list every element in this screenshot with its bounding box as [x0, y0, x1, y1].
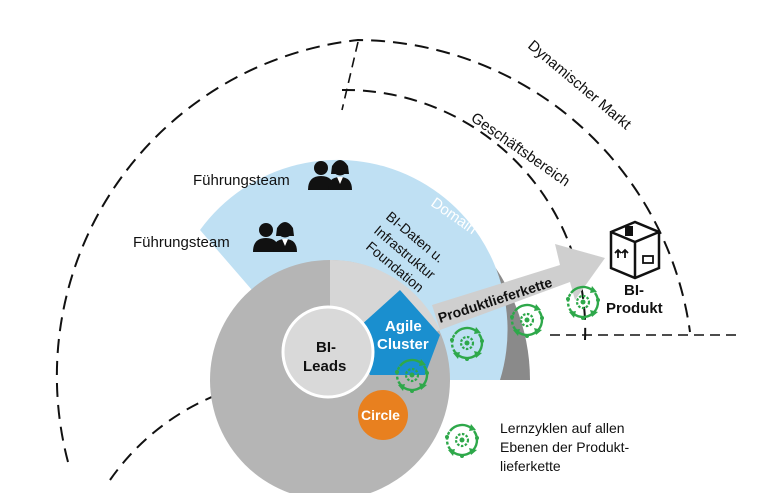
- leadership-team-top-label: Führungsteam: [193, 172, 290, 189]
- legend-label-2: Ebenen der Produkt-: [500, 439, 630, 455]
- bi-leads-circle: [281, 305, 375, 399]
- agile-cluster-label-1: Agile: [385, 318, 422, 335]
- bi-product-label-2: Produkt: [606, 300, 663, 317]
- legend-label-1: Lernzyklen auf allen: [500, 420, 625, 436]
- legend-label-3: lieferkette: [500, 458, 561, 474]
- leadership-team-mid-label: Führungsteam: [133, 234, 230, 251]
- business-area-label: Geschäftsbereich: [468, 109, 573, 190]
- bi-leads-label-1: BI-: [316, 339, 336, 356]
- agile-cluster-label-2: Cluster: [377, 336, 429, 353]
- business-area-boundary: [341, 88, 587, 341]
- supply-chain-arrow: [432, 244, 605, 330]
- circle-badge: [358, 390, 408, 440]
- market-boundary: [55, 38, 740, 463]
- bi-leads-label-2: Leads: [303, 358, 346, 375]
- dynamic-market-label: Dynamischer Markt: [524, 37, 635, 134]
- inner-dashed-boundary: [109, 389, 231, 481]
- product-box-icon: [609, 220, 661, 280]
- circle-label: Circle: [361, 407, 400, 423]
- bi-product-label-1: BI-: [624, 282, 644, 299]
- legend-learning-cycle-icon: [443, 422, 481, 460]
